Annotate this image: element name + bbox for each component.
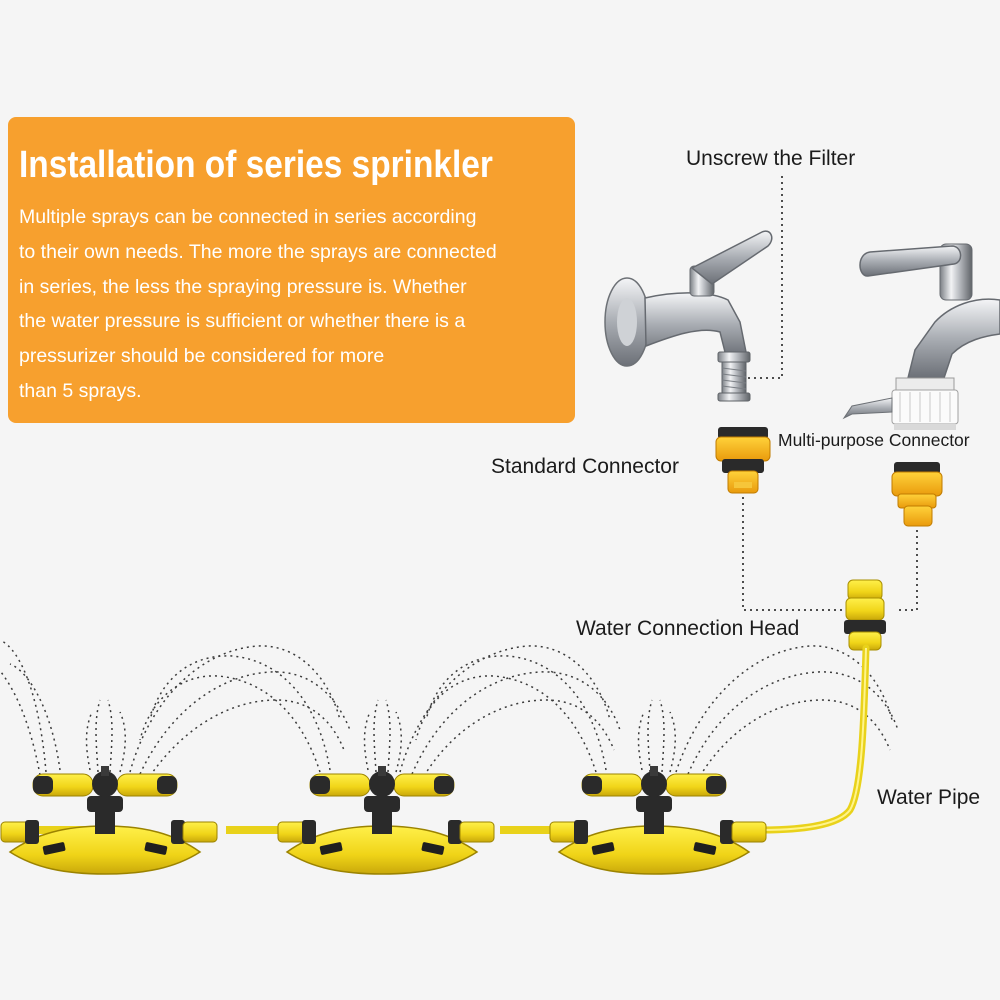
multi-purpose-connector-label: Multi-purpose Connector	[778, 430, 970, 450]
description-line: than 5 sprays.	[19, 379, 142, 402]
info-description: Multiple sprays can be connected in seri…	[19, 200, 575, 409]
right-faucet	[842, 243, 1000, 430]
sprinkler-3	[549, 766, 767, 875]
standard-connector	[715, 427, 771, 494]
description-line: to their own needs. The more the sprays …	[19, 240, 497, 263]
standard-connector-label: Standard Connector	[491, 455, 679, 478]
description-line: in series, the less the spraying pressur…	[19, 275, 467, 298]
water-pipe	[20, 644, 870, 834]
sprinkler-1	[0, 766, 218, 875]
info-title: Installation of series sprinkler	[19, 144, 493, 186]
unscrew-filter-label: Unscrew the Filter	[686, 147, 856, 170]
water-connection-head-label: Water Connection Head	[576, 617, 800, 640]
multi-connector-line	[895, 530, 918, 611]
left-faucet	[604, 230, 773, 402]
standard-connector-line	[742, 497, 846, 611]
water-connection-head	[844, 579, 886, 651]
description-line: the water pressure is sufficient or whet…	[19, 310, 466, 333]
description-line: Multiple sprays can be connected in seri…	[19, 206, 477, 228]
description-line: pressurizer should be considered for mor…	[19, 345, 385, 368]
sprinkler-2	[277, 766, 495, 875]
multi-purpose-connector	[891, 462, 943, 527]
info-box: Installation of series sprinkler Multipl…	[8, 117, 575, 423]
water-spray	[0, 639, 899, 777]
connection-lines	[742, 175, 918, 611]
water-pipe-label: Water Pipe	[877, 786, 981, 809]
filter-leader-line	[742, 175, 783, 379]
